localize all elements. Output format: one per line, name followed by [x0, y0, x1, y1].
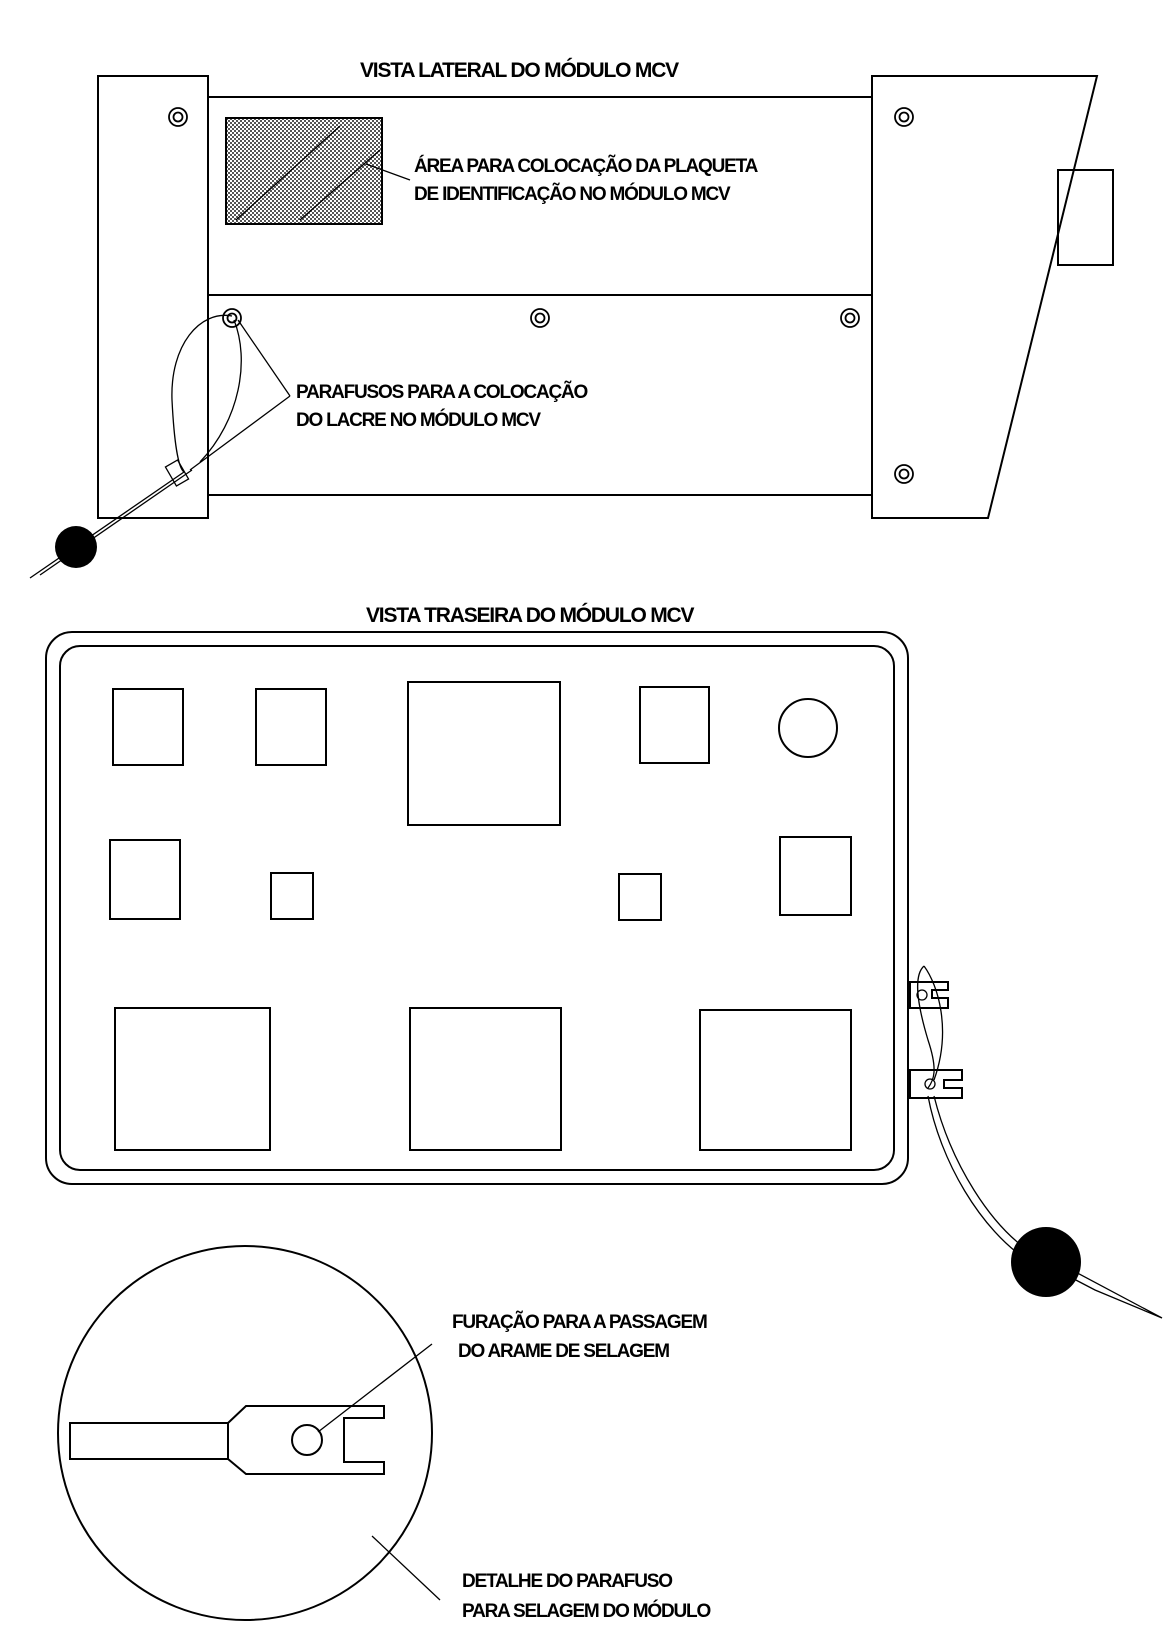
- rear-view: VISTA TRASEIRA DO MÓDULO MCV: [45, 603, 1163, 1319]
- identification-plate: [225, 117, 383, 225]
- side-view-title: VISTA LATERAL DO MÓDULO MCV: [360, 58, 679, 82]
- plate-label-line2: DE IDENTIFICAÇÃO NO MÓDULO MCV: [414, 183, 731, 205]
- side-connector: [1057, 169, 1114, 266]
- screw-icon: [840, 308, 860, 328]
- rear-view-title: VISTA TRASEIRA DO MÓDULO MCV: [366, 603, 694, 627]
- rear-cutout: [409, 1007, 562, 1151]
- hole-label-line1: FURAÇÃO PARA A PASSAGEM: [452, 1311, 707, 1333]
- screws-leader-line: [189, 395, 291, 471]
- rear-cutout: [112, 688, 184, 766]
- screw-icon: [168, 107, 188, 127]
- screw-detail: FURAÇÃO PARA A PASSAGEM DO ARAME DE SELA…: [57, 1245, 712, 1622]
- rear-cutout: [639, 686, 710, 764]
- detail-circle: [57, 1245, 433, 1621]
- side-view: VISTA LATERAL DO MÓDULO MCV ÁREA PARA CO…: [29, 58, 1114, 579]
- lead-seal-icon: [1011, 1227, 1081, 1297]
- rear-cutout: [779, 836, 852, 916]
- plate-leader-line: [365, 163, 411, 181]
- hole-label-line2: DO ARAME DE SELAGEM: [458, 1341, 669, 1362]
- detail-leader-line: [371, 1535, 441, 1601]
- lead-seal-icon: [55, 526, 97, 568]
- rear-seal-screws: [909, 981, 963, 1099]
- screws-label-line2: DO LACRE NO MÓDULO MCV: [296, 409, 541, 431]
- detail-label-line2: PARA SELAGEM DO MÓDULO: [462, 1600, 710, 1622]
- screw-icon: [530, 308, 550, 328]
- screws-leader-line: [237, 319, 291, 397]
- screw-icon: [894, 464, 914, 484]
- rear-cutout: [618, 873, 662, 921]
- screw-icon: [894, 107, 914, 127]
- hole-leader-line: [317, 1343, 433, 1433]
- rear-cutout: [114, 1007, 271, 1151]
- rear-cutout: [270, 872, 314, 920]
- rear-cutout: [699, 1009, 852, 1151]
- screws-label-line1: PARAFUSOS PARA A COLOCAÇÃO: [296, 381, 588, 403]
- rear-cutout: [109, 839, 181, 920]
- detail-label-line1: DETALHE DO PARAFUSO: [462, 1571, 672, 1592]
- side-left-flange: [97, 75, 209, 519]
- screw-icon: [222, 308, 242, 328]
- seal-screw-detail: [69, 1405, 385, 1475]
- rear-panel-inner: [59, 645, 895, 1171]
- rear-cutout: [255, 688, 327, 766]
- rear-cutout: [407, 681, 561, 826]
- rear-panel-outer: [45, 631, 909, 1185]
- side-right-bracket: [871, 75, 1099, 519]
- rear-round-cutout: [778, 698, 838, 758]
- plate-label-line1: ÁREA PARA COLOCAÇÃO DA PLAQUETA: [414, 155, 759, 177]
